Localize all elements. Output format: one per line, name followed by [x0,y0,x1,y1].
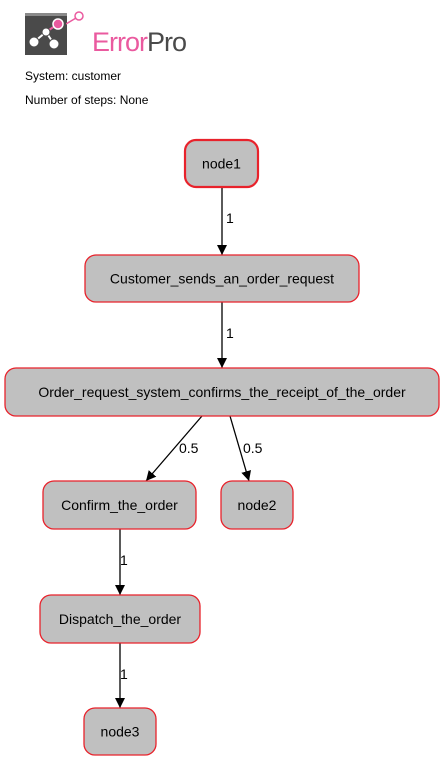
edges: 1 1 0.5 0.5 1 1 [115,187,263,708]
node-label: Order_request_system_confirms_the_receip… [38,384,406,400]
node-customer-sends[interactable]: Customer_sends_an_order_request [84,254,360,303]
edge-order-request-to-node2: 0.5 [229,415,263,482]
edge-confirm-order-to-dispatch: 1 [115,529,128,595]
edge-dispatch-to-node3: 1 [115,643,128,708]
node-label: node3 [101,724,140,740]
logo-graph-icon [25,13,67,55]
node-node2[interactable]: node2 [220,480,294,530]
edge-label: 0.5 [179,440,199,456]
edge-label: 1 [226,210,234,226]
logo-error-text: Error [92,27,148,57]
node-order-request-confirms[interactable]: Order_request_system_confirms_the_receip… [4,367,440,417]
edge-node1-to-customer-sends: 1 [217,187,234,255]
edge-label: 1 [226,325,234,341]
node-label: Customer_sends_an_order_request [110,271,334,287]
logo-pro-text: Pro [147,27,187,57]
edge-customer-sends-to-order-request: 1 [217,302,234,368]
system-info: System: customer [25,69,122,83]
node-label: Dispatch_the_order [59,611,182,627]
node-dispatch-order[interactable]: Dispatch_the_order [39,594,201,644]
errorpro-logo: ErrorPro [24,11,187,56]
node-confirm-order[interactable]: Confirm_the_order [42,480,197,530]
logo-wordmark: ErrorPro [92,27,187,57]
node-label: Confirm_the_order [61,497,178,513]
edge-label: 1 [120,552,128,568]
logo-accent-icon [66,11,84,25]
node-node3[interactable]: node3 [83,707,157,756]
node-label: node2 [238,497,277,513]
node-node1[interactable]: node1 [183,138,260,189]
edge-order-request-to-confirm-order: 0.5 [145,415,203,482]
edge-label: 0.5 [243,440,263,456]
nodes: node1 Customer_sends_an_order_request Or… [4,138,440,756]
edge-label: 1 [120,666,128,682]
steps-info: Number of steps: None [25,93,149,107]
node-label: node1 [202,156,241,172]
